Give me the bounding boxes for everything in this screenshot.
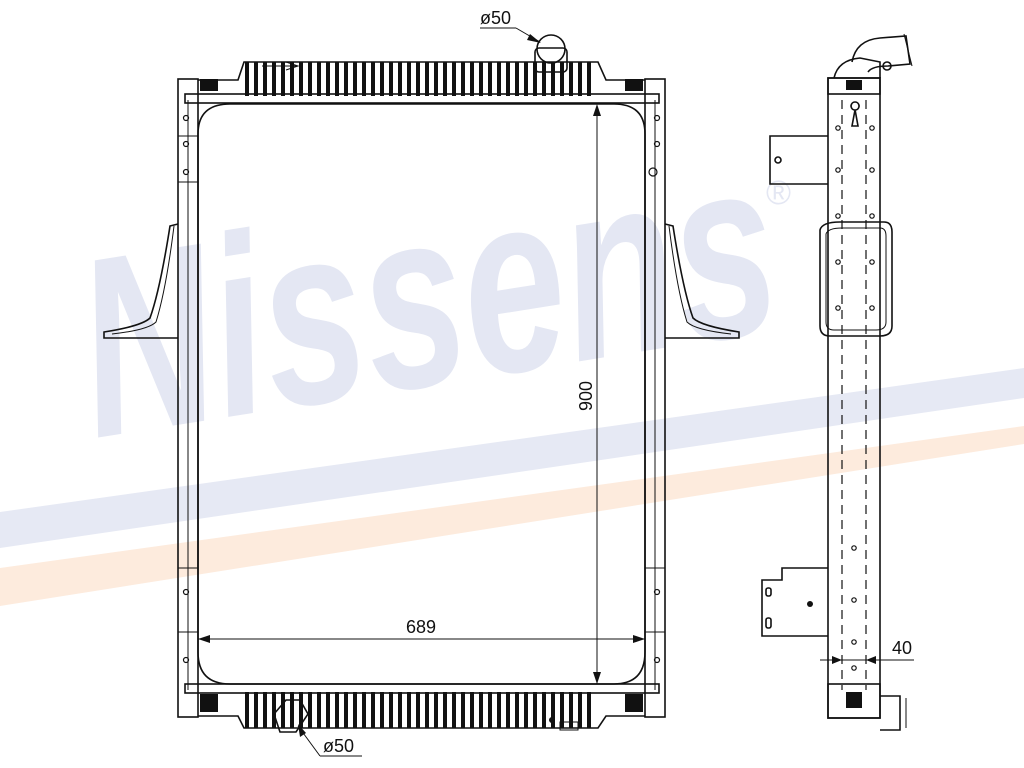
depth-dimension: 40: [820, 638, 914, 664]
bottom-header-plate: [184, 683, 660, 694]
side-view-holes: [835, 125, 875, 671]
radiator-side-view: 40: [761, 33, 914, 731]
watermark-orange-stripe: [0, 426, 1024, 606]
radiator-front-view: 900 689 ø50 ø50: [103, 8, 740, 757]
right-mounting-bracket: [664, 223, 740, 339]
corner-block: [200, 694, 218, 712]
core-width-label: 689: [406, 617, 436, 637]
upper-side-bracket: [769, 135, 828, 185]
watermark: Nissens ®: [0, 101, 1024, 606]
top-tank-fins: [240, 62, 596, 96]
bottom-pipe: [880, 695, 901, 731]
corner-block: [625, 79, 643, 91]
watermark-blue-stripe: [0, 368, 1024, 548]
bottom-tank-fins: [240, 692, 596, 728]
bottom-outlet: [273, 699, 309, 733]
radiator-core: [197, 103, 646, 685]
core-depth-label: 40: [892, 638, 912, 658]
height-dimension: 900: [576, 104, 601, 684]
top-diameter-leader: ø50: [480, 8, 541, 43]
side-holes: [182, 114, 661, 664]
corner-block: [200, 79, 218, 91]
bottom-outlet-diameter-label: ø50: [323, 736, 354, 756]
top-header-plate: [184, 93, 660, 104]
width-dimension: 689: [198, 617, 645, 643]
side-mounting-block: [819, 221, 893, 337]
top-filler-cap: [534, 34, 568, 73]
lower-side-bracket: [761, 567, 828, 637]
bottom-diameter-leader: ø50: [297, 724, 362, 757]
top-cap-diameter-label: ø50: [480, 8, 511, 28]
top-pipe: [851, 35, 911, 73]
core-height-label: 900: [576, 381, 596, 411]
left-mounting-bracket: [103, 223, 179, 339]
corner-block: [625, 694, 643, 712]
